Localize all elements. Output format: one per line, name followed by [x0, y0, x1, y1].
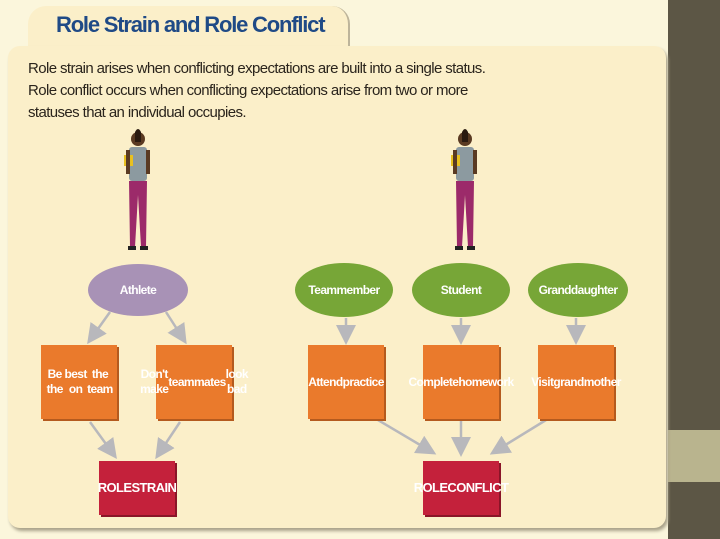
person-figure-icon: [124, 129, 150, 250]
side-strip-band: [668, 430, 720, 482]
description: Role strain arises when conflicting expe…: [28, 58, 648, 124]
person-figure-icon: [451, 129, 477, 250]
arrow: [377, 418, 437, 455]
status-student: Student: [412, 263, 510, 317]
status-athlete: Athlete: [88, 264, 188, 316]
status-granddaughter: Granddaughter: [528, 263, 628, 317]
description-line: statuses that an individual occupies.: [28, 104, 247, 121]
description-line: Role strain arises when conflicting expe…: [28, 60, 486, 77]
arrow: [88, 421, 117, 460]
description-line: Role conflict occurs when conflicting ex…: [28, 82, 468, 99]
page-title: Role Strain and Role Conflict: [56, 12, 326, 37]
arrow: [489, 418, 547, 455]
arrow: [164, 311, 187, 345]
arrow: [87, 311, 112, 345]
arrow: [155, 421, 182, 460]
